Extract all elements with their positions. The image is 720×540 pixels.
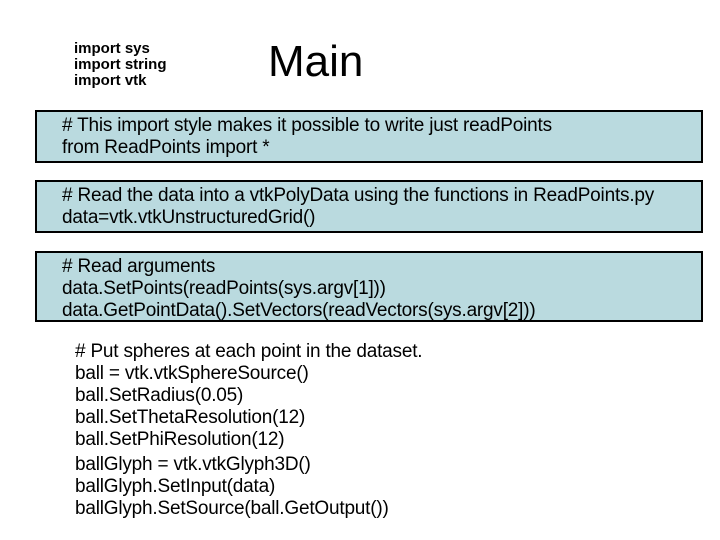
code-line: data=vtk.vtkUnstructuredGrid() xyxy=(62,207,316,228)
code-line: data.SetPoints(readPoints(sys.argv[1])) xyxy=(62,278,386,299)
code-text-spheres: # Put spheres at each point in the datas… xyxy=(75,341,423,451)
code-box-read-arguments: # Read arguments data.SetPoints(readPoin… xyxy=(35,251,703,322)
code-line: ballGlyph = vtk.vtkGlyph3D() xyxy=(75,454,311,475)
code-line: # Read the data into a vtkPolyData using… xyxy=(62,185,655,206)
code-box-import-style: # This import style makes it possible to… xyxy=(35,110,703,163)
code-line: data.GetPointData().SetVectors(readVecto… xyxy=(62,300,536,321)
slide-title: Main xyxy=(268,37,364,86)
import-line: import string xyxy=(74,56,167,73)
code-line: ball.SetRadius(0.05) xyxy=(75,385,244,406)
import-line: import sys xyxy=(74,40,150,57)
code-line: # This import style makes it possible to… xyxy=(62,115,552,136)
code-line: ballGlyph.SetSource(ball.GetOutput()) xyxy=(75,498,389,519)
code-line: ball = vtk.vtkSphereSource() xyxy=(75,363,309,384)
import-line: import vtk xyxy=(74,72,147,89)
code-line: # Read arguments xyxy=(62,256,216,277)
code-line: ballGlyph.SetInput(data) xyxy=(75,476,276,497)
code-box-read-data: # Read the data into a vtkPolyData using… xyxy=(35,180,703,233)
code-line: from ReadPoints import * xyxy=(62,137,270,158)
code-text-glyph: ballGlyph = vtk.vtkGlyph3D() ballGlyph.S… xyxy=(75,454,389,520)
import-statements-block: import sys import string import vtk xyxy=(74,41,167,89)
code-line: ball.SetPhiResolution(12) xyxy=(75,429,285,450)
code-line: ball.SetThetaResolution(12) xyxy=(75,407,306,428)
code-line: # Put spheres at each point in the datas… xyxy=(75,341,423,362)
